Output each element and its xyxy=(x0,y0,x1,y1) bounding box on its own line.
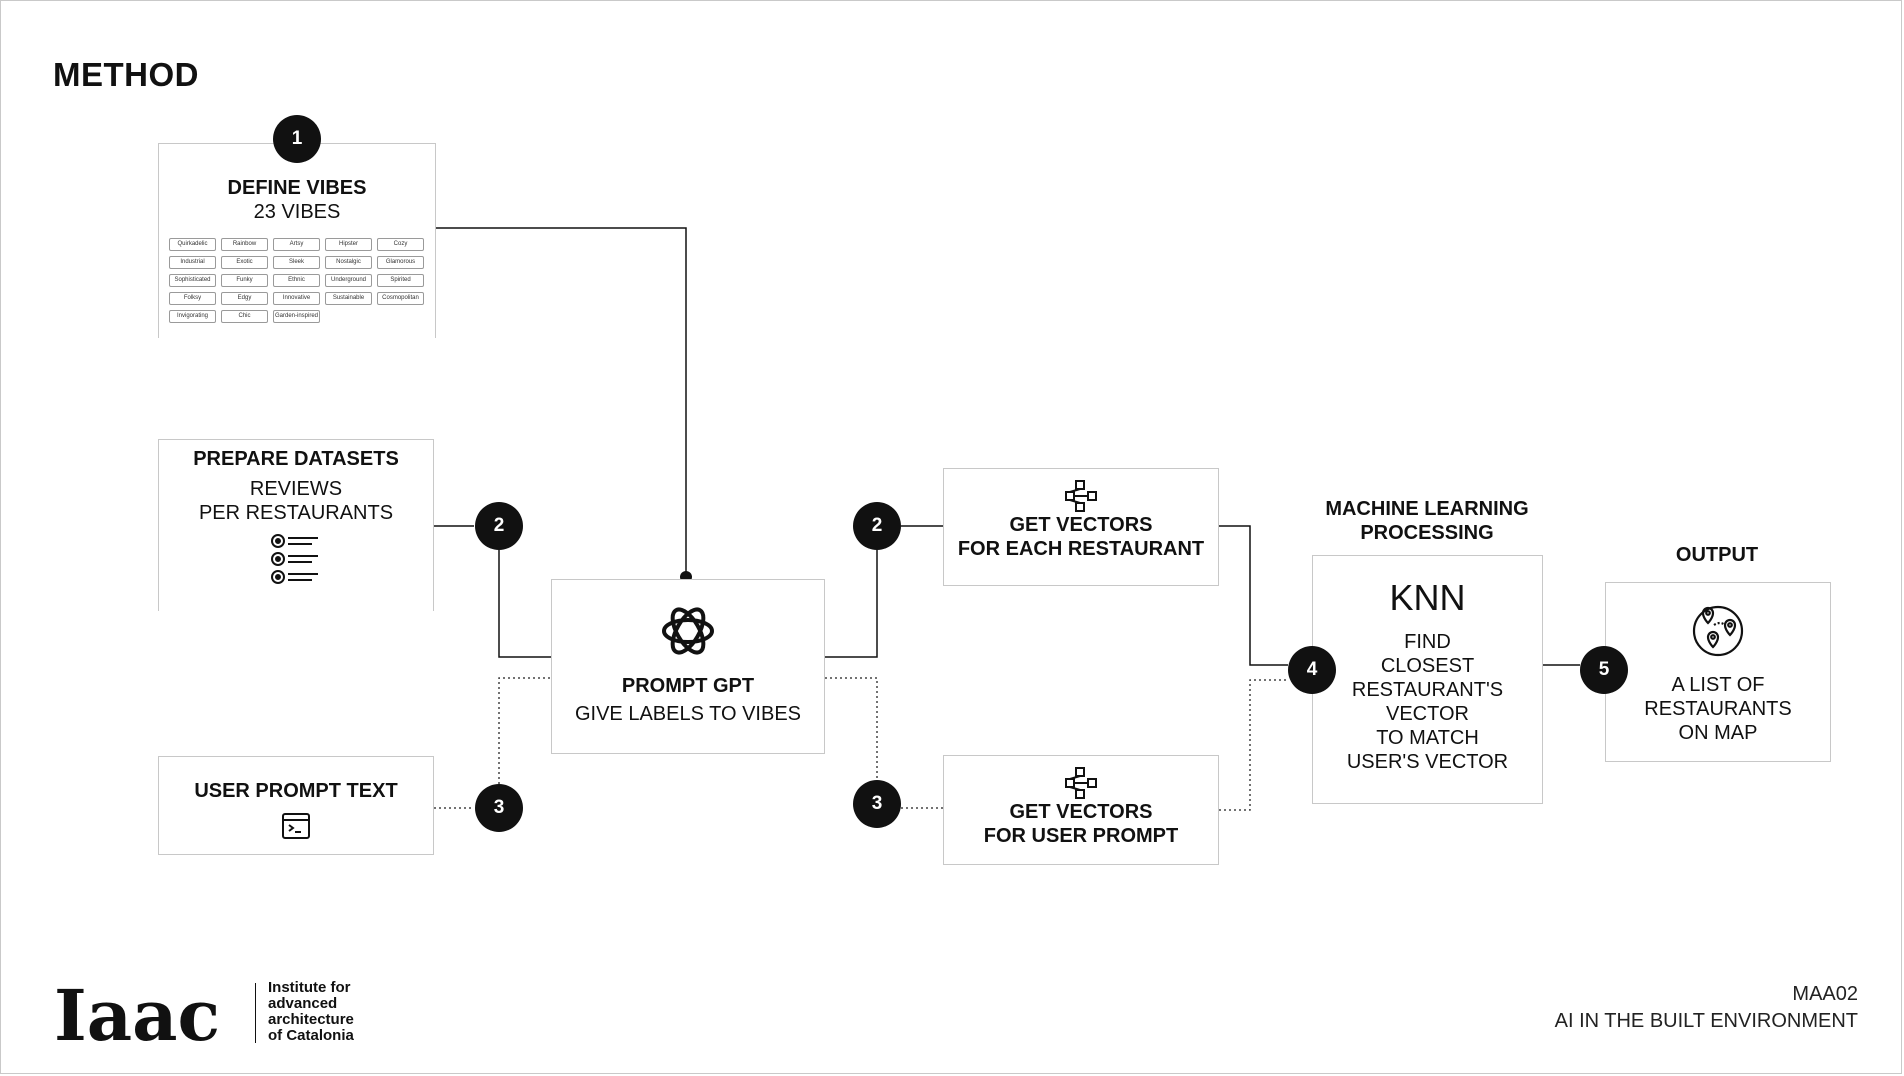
page-title: METHOD xyxy=(53,56,199,93)
vibe-tag: Glamorous xyxy=(377,256,424,269)
link-gpt-to-badge2r xyxy=(825,550,878,658)
knn-box: KNN FIND CLOSEST RESTAURANT'S VECTOR TO … xyxy=(1312,555,1543,804)
output-box: A LIST OF RESTAURANTS ON MAP xyxy=(1605,582,1831,762)
vibe-tag: Chic xyxy=(221,310,268,323)
prepare-datasets-title: PREPARE DATASETS xyxy=(193,448,399,470)
vibe-tag: Underground xyxy=(325,274,372,287)
user-prompt-title: USER PROMPT TEXT xyxy=(194,780,398,802)
user-prompt-box: USER PROMPT TEXT xyxy=(158,756,434,855)
knn-line: USER'S VECTOR xyxy=(1346,751,1509,773)
define-vibes-count: 23 VIBES xyxy=(253,201,341,223)
prepare-datasets-line2: PER RESTAURANTS xyxy=(198,502,394,524)
link-badge2-to-gpt xyxy=(498,550,551,658)
output-label: OUTPUT xyxy=(1675,544,1759,566)
define-vibes-title: DEFINE VIBES xyxy=(227,177,367,199)
vectors-user-box: GET VECTORS FOR USER PROMPT xyxy=(943,755,1219,865)
knn-line: TO MATCH xyxy=(1376,727,1479,749)
dotted-gpt-to-badge3r xyxy=(825,677,878,780)
knn-line: VECTOR xyxy=(1386,703,1469,725)
output-line: RESTAURANTS xyxy=(1644,698,1792,720)
step-badge-2-left: 2 xyxy=(475,502,523,550)
institute-line: advanced xyxy=(268,995,338,1012)
vibe-tag: Cosmopolitan xyxy=(377,292,424,305)
link-vibes-to-gpt xyxy=(436,227,687,576)
knn-line: RESTAURANT'S xyxy=(1351,679,1504,701)
vibe-tag: Exotic xyxy=(221,256,268,269)
output-line: A LIST OF xyxy=(1671,674,1765,696)
prepare-datasets-box: PREPARE DATASETS REVIEWS PER RESTAURANTS xyxy=(158,439,434,611)
ml-label: MACHINE LEARNING PROCESSING xyxy=(1302,497,1552,545)
knn-line: FIND xyxy=(1404,631,1451,653)
course-name: AI IN THE BUILT ENVIRONMENT xyxy=(1554,1010,1858,1032)
vibe-tag: Innovative xyxy=(273,292,320,305)
step-badge-4: 4 xyxy=(1288,646,1336,694)
vibe-tag: Hipster xyxy=(325,238,372,251)
vibe-tag: Funky xyxy=(221,274,268,287)
vibe-tag: Sustainable xyxy=(325,292,372,305)
logo-divider xyxy=(255,983,256,1043)
link-vectors-to-badge4 xyxy=(1219,525,1288,666)
course-code: MAA02 xyxy=(1792,983,1858,1005)
vectors-restaurant-box: GET VECTORS FOR EACH RESTAURANT xyxy=(943,468,1219,586)
institute-name: Institute for advanced architecture of C… xyxy=(268,980,354,1044)
vectors-restaurant-title-2: FOR EACH RESTAURANT xyxy=(957,538,1205,560)
institute-line: architecture xyxy=(268,1011,354,1028)
prompt-gpt-title: PROMPT GPT xyxy=(621,675,755,697)
define-vibes-box: DEFINE VIBES 23 VIBES Quirkadelic Rainbo… xyxy=(158,143,436,338)
network-icon xyxy=(1065,480,1097,512)
vibe-tag: Sophisticated xyxy=(169,274,216,287)
vectors-user-title-1: GET VECTORS xyxy=(1009,801,1153,823)
dotted-badge3-to-gpt xyxy=(498,677,551,784)
iaac-logo: Iaac xyxy=(54,978,220,1044)
step-badge-3-right: 3 xyxy=(853,780,901,828)
dotted-vectors-to-badge4 xyxy=(1219,679,1288,811)
prompt-gpt-box: PROMPT GPT GIVE LABELS TO VIBES xyxy=(551,579,825,754)
vibe-tag: Rainbow xyxy=(221,238,268,251)
vibe-tag: Sleek xyxy=(273,256,320,269)
vibes-grid: Quirkadelic Rainbow Artsy Hipster Cozy I… xyxy=(169,238,424,323)
vibe-tag: Quirkadelic xyxy=(169,238,216,251)
vibe-tag: Nostalgic xyxy=(325,256,372,269)
vibe-tag: Folksy xyxy=(169,292,216,305)
logo-wordmark: Iaac xyxy=(54,978,220,1044)
institute-line: of Catalonia xyxy=(268,1027,354,1044)
vibe-tag: Artsy xyxy=(273,238,320,251)
prompt-gpt-subtitle: GIVE LABELS TO VIBES xyxy=(574,703,802,725)
institute-line: Institute for xyxy=(268,979,351,996)
knn-line: CLOSEST xyxy=(1380,655,1475,677)
step-badge-5: 5 xyxy=(1580,646,1628,694)
openai-icon xyxy=(662,607,714,655)
step-badge-2-right: 2 xyxy=(853,502,901,550)
map-pins-icon xyxy=(1692,605,1744,657)
vibe-tag: Ethnic xyxy=(273,274,320,287)
network-icon xyxy=(1065,767,1097,799)
vibe-tag: Cozy xyxy=(377,238,424,251)
prepare-datasets-line1: REVIEWS xyxy=(249,478,343,500)
vectors-user-title-2: FOR USER PROMPT xyxy=(983,825,1179,847)
knn-title: KNN xyxy=(1389,577,1466,618)
terminal-icon xyxy=(282,813,310,839)
step-badge-3-left: 3 xyxy=(475,784,523,832)
vibe-tag: Edgy xyxy=(221,292,268,305)
vibe-tag: Spirited xyxy=(377,274,424,287)
step-badge-1: 1 xyxy=(273,115,321,163)
output-line: ON MAP xyxy=(1678,722,1758,744)
vectors-restaurant-title-1: GET VECTORS xyxy=(1009,514,1153,536)
vibe-tag: Industrial xyxy=(169,256,216,269)
vibe-tag: Invigorating xyxy=(169,310,216,323)
ml-label-line1: MACHINE LEARNING xyxy=(1325,498,1529,520)
reviews-list-icon xyxy=(271,534,318,584)
ml-label-line2: PROCESSING xyxy=(1360,522,1494,544)
vibe-tag: Garden-inspired xyxy=(273,310,320,323)
